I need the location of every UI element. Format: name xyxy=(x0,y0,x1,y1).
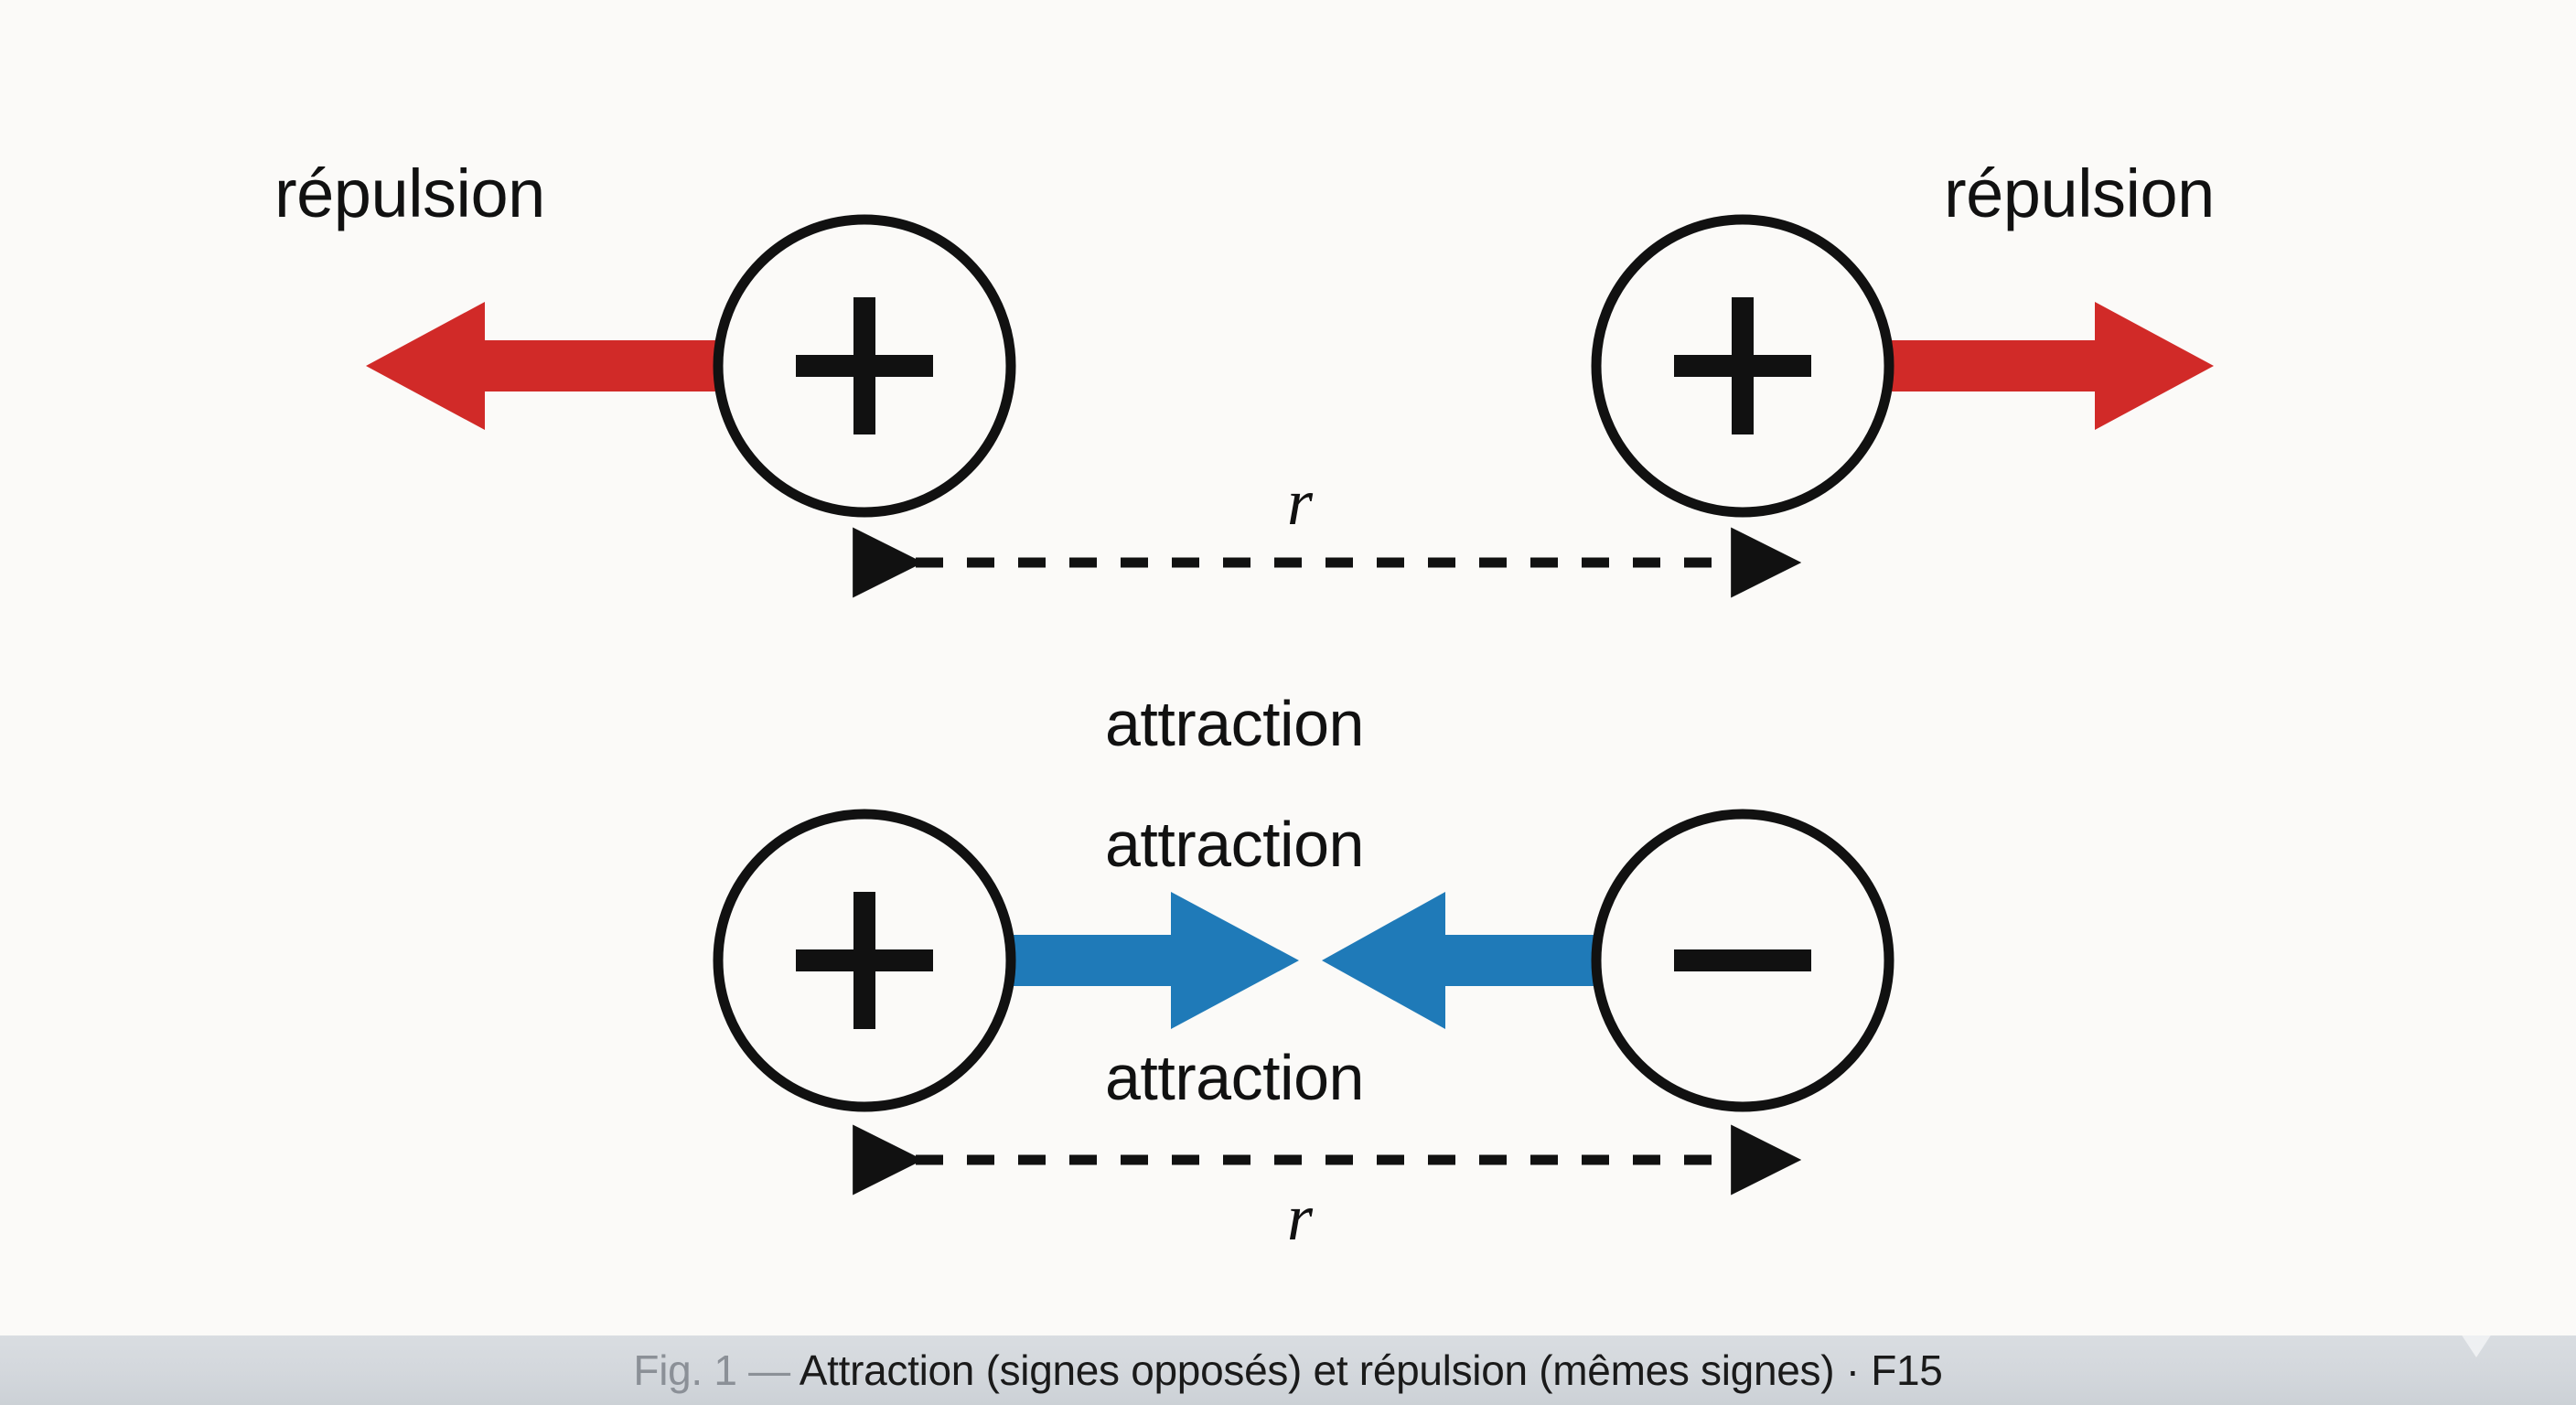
figure-caption-bar: Fig. 1 — Attraction (signes opposés) et … xyxy=(0,1335,2576,1405)
repulsion-arrow-right xyxy=(1884,302,2214,430)
figure-caption: Fig. 1 — Attraction (signes opposés) et … xyxy=(633,1346,1942,1395)
repulsion-arrow-left xyxy=(366,302,723,430)
charge-positive-top-left xyxy=(713,214,1016,518)
attraction-arrow-right xyxy=(1322,892,1619,1029)
charge-negative-bottom-right xyxy=(1591,809,1894,1112)
label-distance-r-top: r xyxy=(1287,466,1314,539)
caption-body: Attraction (signes opposés) et répulsion… xyxy=(799,1346,1943,1394)
charge-positive-top-right xyxy=(1591,214,1894,518)
attraction-arrow-left xyxy=(997,892,1299,1029)
label-repulsion-right: répulsion xyxy=(1944,156,2215,231)
caption-prefix: Fig. 1 — xyxy=(633,1346,800,1394)
caption-notch-icon xyxy=(2461,1335,2492,1357)
figure-canvas: répulsion répulsion r attraction attract… xyxy=(274,156,2216,1254)
label-attraction-3: attraction xyxy=(1105,1042,1364,1113)
charge-positive-bottom-left xyxy=(713,809,1016,1112)
label-repulsion-left: répulsion xyxy=(274,156,545,231)
label-attraction-2: attraction xyxy=(1105,809,1364,880)
label-distance-r-bottom: r xyxy=(1287,1181,1314,1254)
label-attraction-1: attraction xyxy=(1105,688,1364,759)
